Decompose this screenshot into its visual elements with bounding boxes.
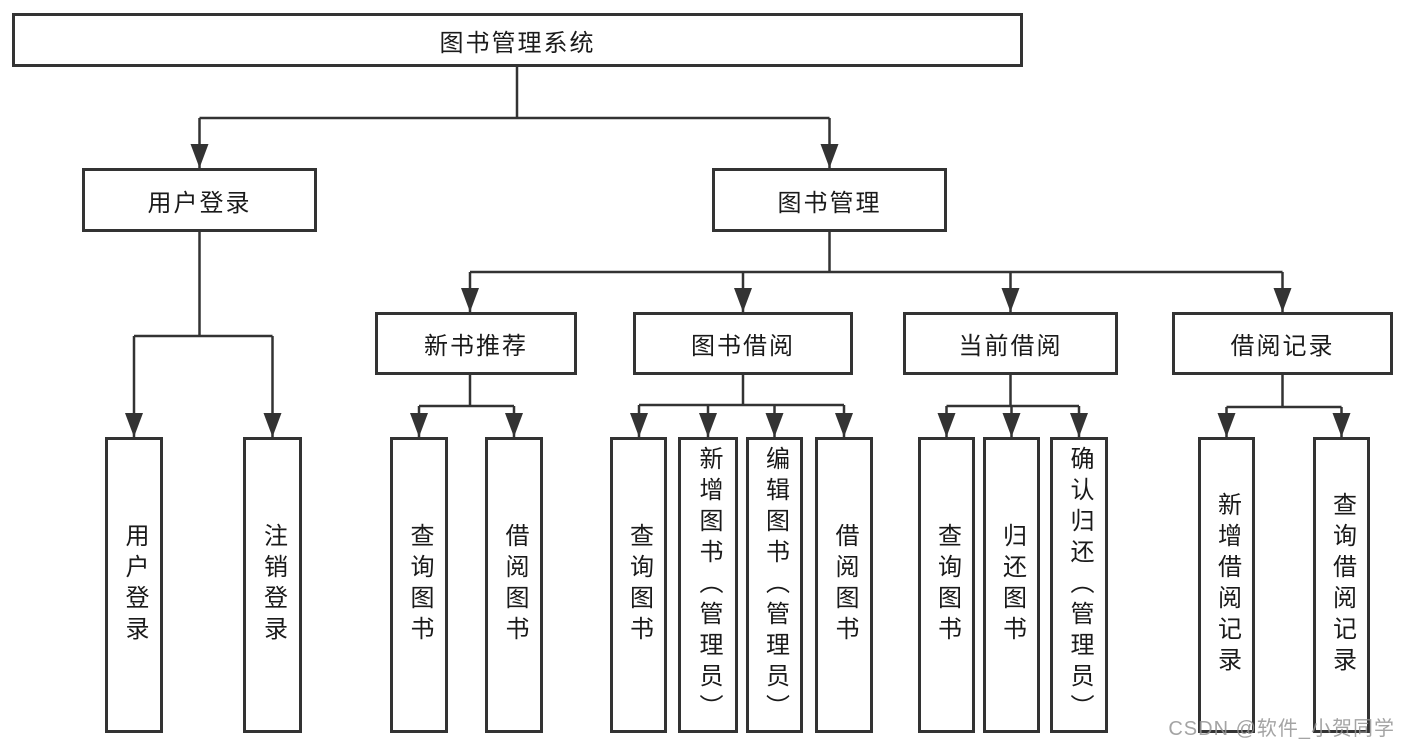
leaf-cb-return-books: 归还图书 xyxy=(983,437,1040,733)
leaf-bb-borrow-books-label: 借阅图书 xyxy=(831,523,858,647)
node-library-system: 图书管理系统 xyxy=(12,13,1023,67)
leaf-br-query-record-label: 查询借阅记录 xyxy=(1328,492,1356,678)
leaf-nbr-borrow-books: 借阅图书 xyxy=(485,437,543,733)
leaf-bb-edit-book-admin-label: 编辑图书（管理员） xyxy=(761,445,789,725)
leaf-cb-query-books-label: 查询图书 xyxy=(933,523,961,647)
leaf-logout-label: 注销登录 xyxy=(259,523,287,647)
leaf-nbr-borrow-books-label: 借阅图书 xyxy=(501,523,528,647)
leaf-bb-add-book-admin: 新增图书（管理员） xyxy=(678,437,738,733)
node-borrowing-records: 借阅记录 xyxy=(1172,312,1393,375)
leaf-br-add-record-label: 新增借阅记录 xyxy=(1213,492,1241,678)
leaf-cb-confirm-return-admin: 确认归还（管理员） xyxy=(1050,437,1108,733)
leaf-bb-edit-book-admin: 编辑图书（管理员） xyxy=(746,437,803,733)
node-book-management-branch: 图书管理 xyxy=(712,168,947,232)
node-current-borrowing: 当前借阅 xyxy=(903,312,1118,375)
leaf-br-query-record: 查询借阅记录 xyxy=(1313,437,1370,733)
leaf-nbr-query-books-label: 查询图书 xyxy=(406,523,433,647)
leaf-bb-add-book-admin-label: 新增图书（管理员） xyxy=(695,445,722,725)
leaf-cb-return-books-label: 归还图书 xyxy=(998,523,1026,647)
leaf-bb-query-books-label: 查询图书 xyxy=(625,523,653,647)
node-new-book-recommend: 新书推荐 xyxy=(375,312,577,375)
node-book-borrowing: 图书借阅 xyxy=(633,312,853,375)
leaf-br-add-record: 新增借阅记录 xyxy=(1198,437,1255,733)
leaf-logout: 注销登录 xyxy=(243,437,302,733)
leaf-nbr-query-books: 查询图书 xyxy=(390,437,448,733)
leaf-user-login-label: 用户登录 xyxy=(121,523,148,647)
leaf-bb-query-books: 查询图书 xyxy=(610,437,667,733)
leaf-cb-confirm-return-admin-label: 确认归还（管理员） xyxy=(1066,445,1093,725)
leaf-bb-borrow-books: 借阅图书 xyxy=(815,437,873,733)
node-user-login-branch: 用户登录 xyxy=(82,168,317,232)
leaf-cb-query-books: 查询图书 xyxy=(918,437,975,733)
leaf-user-login: 用户登录 xyxy=(105,437,163,733)
